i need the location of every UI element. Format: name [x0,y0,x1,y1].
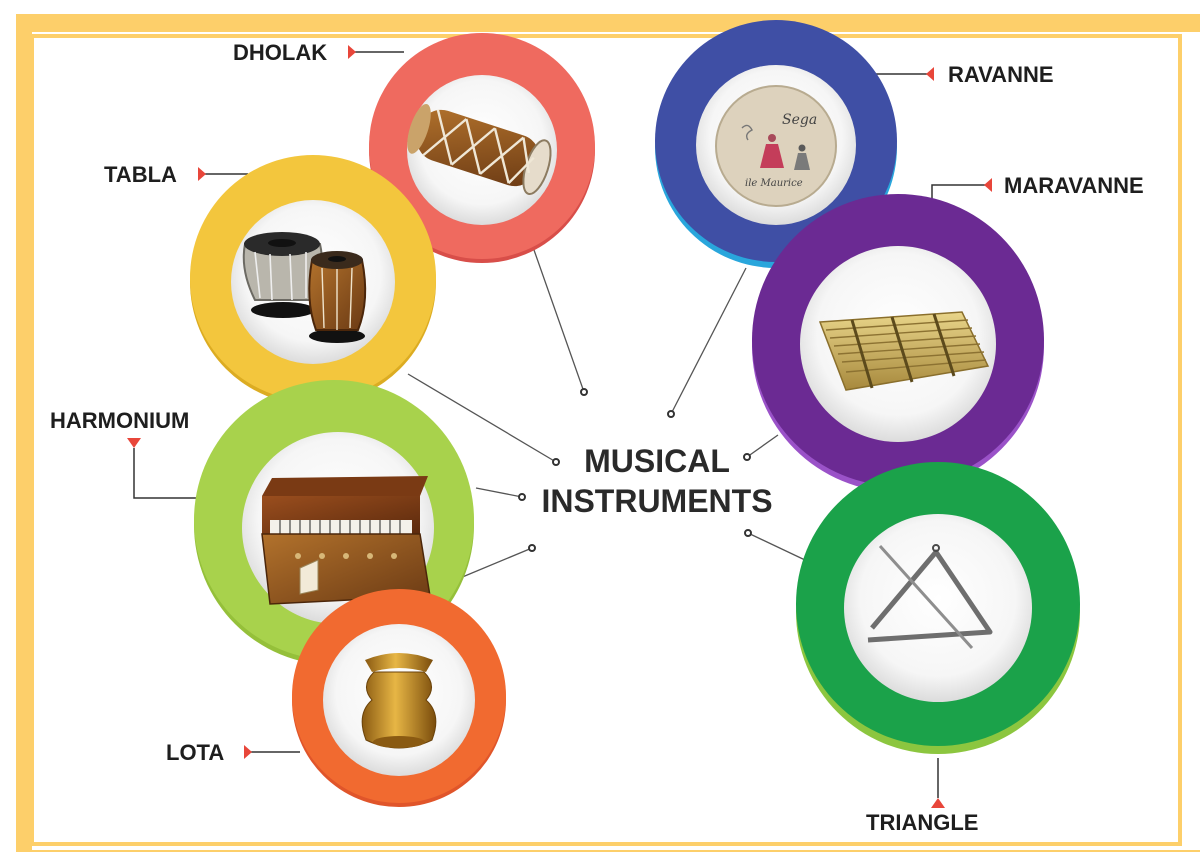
leader-maravanne [931,184,988,202]
ravanne-drum-text-2: ile Maurice [745,178,803,189]
lota-node [292,589,506,807]
label-triangle: TRIANGLE [866,810,978,835]
leader-harmonium [133,448,200,499]
triangle-node [796,462,1080,754]
connector-dot [518,493,526,501]
tabla-icon [242,232,367,343]
center-title-line1: MUSICAL [584,443,730,479]
dholak-icon [407,103,552,196]
outer-frame [16,14,1200,852]
connector-maravanne [746,434,779,458]
pointer-maravanne [984,178,992,192]
connector-tabla [407,373,557,463]
labels: DHOLAK TABLA HARMONIUM LOTA RAVANNE MARA… [50,40,1144,835]
connector-dot [552,458,560,466]
connector-dot [744,529,752,537]
label-tabla: TABLA [104,162,177,187]
dholak-node [369,33,595,263]
label-lota: LOTA [166,740,224,765]
label-maravanne: MARAVANNE [1004,173,1144,198]
label-pointers [127,45,992,808]
maravanne-node [752,194,1044,492]
tabla-node [190,155,436,405]
pointer-harmonium [127,438,141,448]
label-dholak: DHOLAK [233,40,327,65]
connector-dot [743,453,751,461]
connector-triangle [747,532,806,561]
connector-dot [528,544,536,552]
label-harmonium: HARMONIUM [50,408,189,433]
inner-frame [30,34,1182,846]
connector-harmonium [475,487,523,498]
connector-dholak [533,249,585,393]
lota-icon [361,653,437,749]
connector-lines [407,249,806,579]
maravanne-icon [818,311,990,391]
triangle-icon [867,544,993,650]
triangle-disc [844,514,1032,702]
harmonium-icon [261,476,431,605]
connector-dots [518,388,752,552]
ravanne-node: Sega ile Maurice [655,20,897,268]
connector-dot [580,388,588,396]
pointer-ravanne [926,67,934,81]
label-leaders [133,51,988,798]
pointer-dholak [348,45,356,59]
label-ravanne: RAVANNE [948,62,1054,87]
pointer-tabla [198,167,206,181]
connector-ravanne [670,267,747,415]
connector-dot [667,410,675,418]
center-title-line2: INSTRUMENTS [541,483,772,519]
center-title: MUSICAL INSTRUMENTS [541,443,772,519]
pointer-lota [244,745,252,759]
ravanne-icon: Sega ile Maurice [715,85,837,207]
connector-lota [459,547,533,579]
pointer-triangle [931,798,945,808]
ravanne-drum-text: Sega [782,112,817,128]
